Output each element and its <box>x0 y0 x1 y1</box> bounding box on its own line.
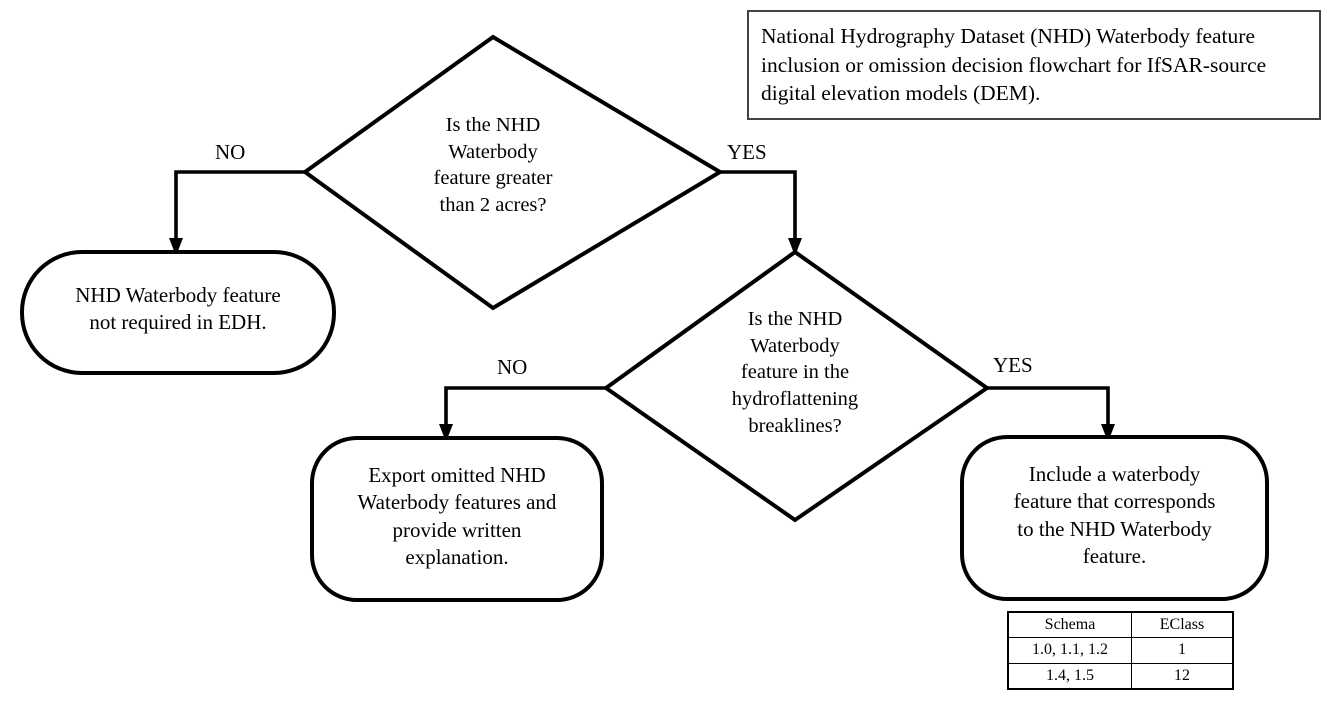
edge-d1-no-line <box>174 170 305 243</box>
schema-eclass-table: Schema EClass 1.0, 1.1, 1.2 1 1.4, 1.5 1… <box>1007 611 1234 691</box>
table-row: 1.0, 1.1, 1.2 1 <box>1007 637 1234 664</box>
terminal-node-not-required[interactable] <box>20 250 336 375</box>
table-header-row: Schema EClass <box>1007 611 1234 639</box>
terminal-node-export-omitted[interactable] <box>310 436 604 602</box>
edge-label-d1-no: NO <box>215 140 246 164</box>
caption-box: National Hydrography Dataset (NHD) Water… <box>747 10 1321 120</box>
table-row: 1.4, 1.5 12 <box>1007 662 1234 690</box>
edge-d2-yes-line <box>987 386 1110 429</box>
decision-node-acres[interactable] <box>301 34 724 311</box>
table-header-eclass: EClass <box>1131 611 1234 639</box>
table-cell-schema: 1.4, 1.5 <box>1007 662 1132 690</box>
table-cell-eclass: 12 <box>1131 662 1234 690</box>
edge-label-d2-yes: YES <box>993 353 1033 377</box>
table-cell-eclass: 1 <box>1131 637 1234 664</box>
edge-d1-no-arrowhead <box>169 238 183 256</box>
table-cell-schema: 1.0, 1.1, 1.2 <box>1007 637 1132 664</box>
edge-label-d2-no: NO <box>497 355 528 379</box>
edge-label-d1-yes: YES <box>727 140 767 164</box>
decision-node-breaklines[interactable] <box>602 249 991 523</box>
table-header-schema: Schema <box>1007 611 1132 639</box>
terminal-node-include[interactable] <box>960 435 1269 601</box>
edge-d1-yes-line <box>720 170 797 243</box>
edge-d2-yes-arrowhead <box>1101 424 1115 442</box>
caption-text: National Hydrography Dataset (NHD) Water… <box>761 24 1267 106</box>
edge-d2-no-arrowhead <box>439 424 453 442</box>
edge-d2-no-line <box>444 386 606 429</box>
edge-d1-yes-arrowhead <box>788 238 802 256</box>
